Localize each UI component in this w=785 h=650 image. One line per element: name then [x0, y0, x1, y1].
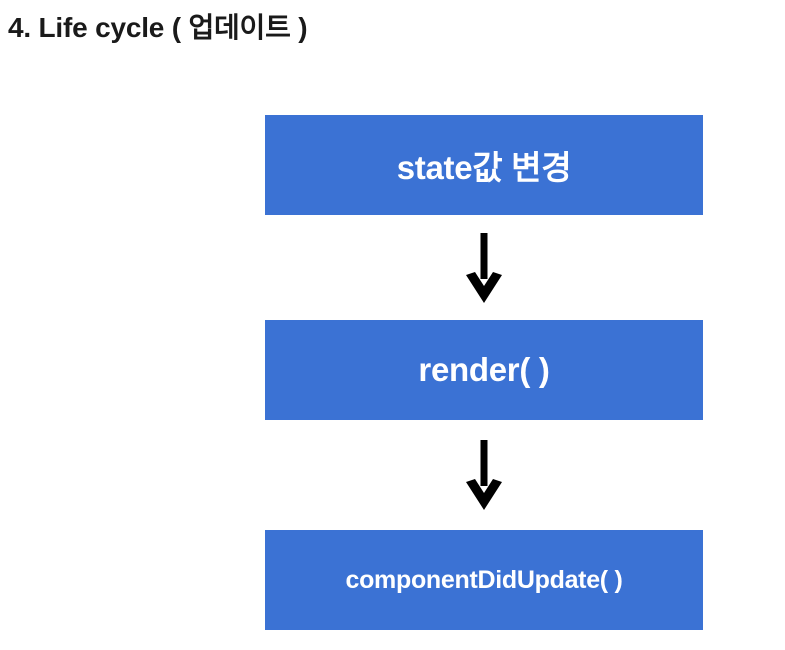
flow-node-label: state값 변경 — [396, 149, 572, 186]
flow-node-component-did-update[interactable]: componentDidUpdate( ) — [265, 530, 703, 630]
lifecycle-flow-diagram: state값 변경 render( ) componentDidUpdate( … — [265, 115, 703, 630]
flow-node-render[interactable]: render( ) — [265, 320, 703, 420]
page-title: 4. Life cycle ( 업데이트 ) — [8, 12, 308, 43]
arrow-down-icon — [466, 440, 502, 510]
arrow-down-icon — [466, 232, 502, 303]
flow-connector-1 — [265, 215, 703, 320]
flow-connector-2 — [265, 420, 703, 530]
flow-node-state-change[interactable]: state값 변경 — [265, 115, 703, 215]
flow-node-label: componentDidUpdate( ) — [345, 565, 623, 594]
flow-node-label: render( ) — [418, 351, 550, 388]
